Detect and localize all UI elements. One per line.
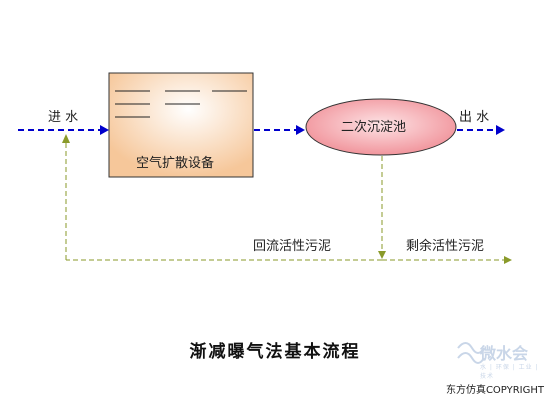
watermark-main: 微水会: [480, 344, 529, 363]
watermark-logo-icon: [457, 342, 485, 364]
copyright-text: 东方仿真COPYRIGHT: [445, 385, 544, 396]
sludge-down-arrow-icon: [378, 251, 386, 259]
tank-to-clarifier-arrow-icon: [296, 125, 305, 135]
clarifier: [305, 98, 457, 156]
clarifier-label: 二次沉淀池: [341, 120, 407, 135]
return-sludge-label: 回流活性污泥: [253, 239, 332, 254]
excess-sludge-arrow-icon: [504, 256, 512, 264]
influent-arrow-icon: [100, 125, 109, 135]
watermark-sub: 水 | 环保 | 工业 | 技术: [480, 364, 539, 380]
diagram-title: 渐减曝气法基本流程: [189, 342, 361, 362]
return-sludge-arrow-icon: [62, 134, 70, 143]
excess-sludge-label: 剩余活性污泥: [406, 239, 485, 254]
watermark: 微水会 水 | 环保 | 工业 | 技术: [452, 340, 544, 380]
effluent-arrow-icon: [496, 125, 505, 135]
aeration-tank-label: 空气扩散设备: [136, 156, 215, 171]
aeration-tank: [108, 72, 254, 178]
effluent-label: 出 水: [459, 110, 490, 125]
influent-label: 进 水: [48, 110, 79, 125]
